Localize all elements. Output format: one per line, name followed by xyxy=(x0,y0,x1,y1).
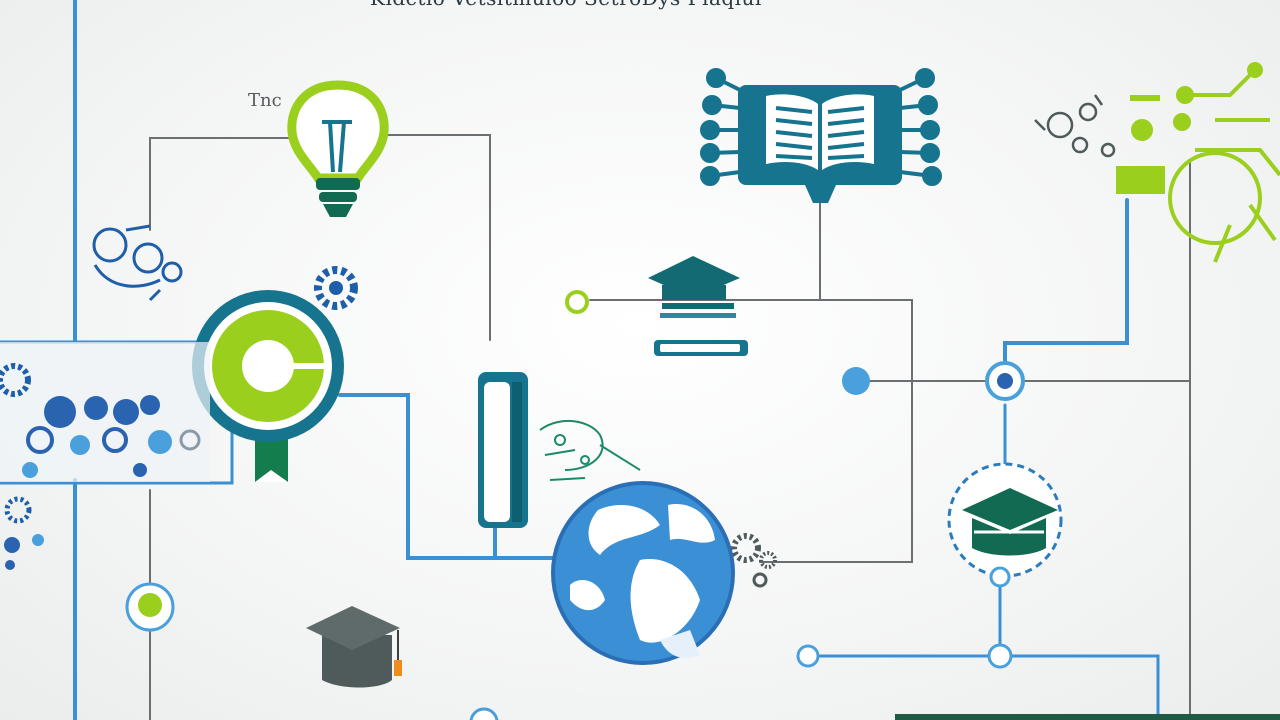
globe-icon xyxy=(551,481,735,665)
graduation-cap-dashed-icon xyxy=(947,462,1063,588)
gear-cluster-icon xyxy=(0,342,210,482)
lime-circuit-cluster-icon xyxy=(1116,62,1280,263)
molecule-doodle-icon-right xyxy=(1034,94,1116,158)
book-stack-icon xyxy=(654,340,748,356)
graduation-cap-icon xyxy=(565,256,740,318)
plant-doodle-icon xyxy=(539,419,641,481)
blue-node xyxy=(842,367,870,395)
open-book-circuit-icon xyxy=(700,68,942,203)
vertical-book-icon xyxy=(478,372,528,528)
molecule-doodle-icon xyxy=(92,224,183,302)
gear-icon xyxy=(314,266,358,310)
bottom-edge-bar xyxy=(895,714,1280,720)
bulb-label: Tnc xyxy=(248,90,282,111)
small-gear-cluster-icon xyxy=(4,496,44,570)
lime-node xyxy=(125,582,175,632)
connector-node-bottom xyxy=(469,643,1013,720)
hub-node xyxy=(985,361,1025,401)
lightbulb-icon xyxy=(287,80,389,217)
small-gear-near-globe-icon xyxy=(731,533,777,588)
award-badge-icon xyxy=(192,290,344,482)
header-caption: Kidctio Vetsltmuloo SetroDys Fiaqiul xyxy=(370,0,890,10)
mortarboard-icon xyxy=(306,606,402,688)
